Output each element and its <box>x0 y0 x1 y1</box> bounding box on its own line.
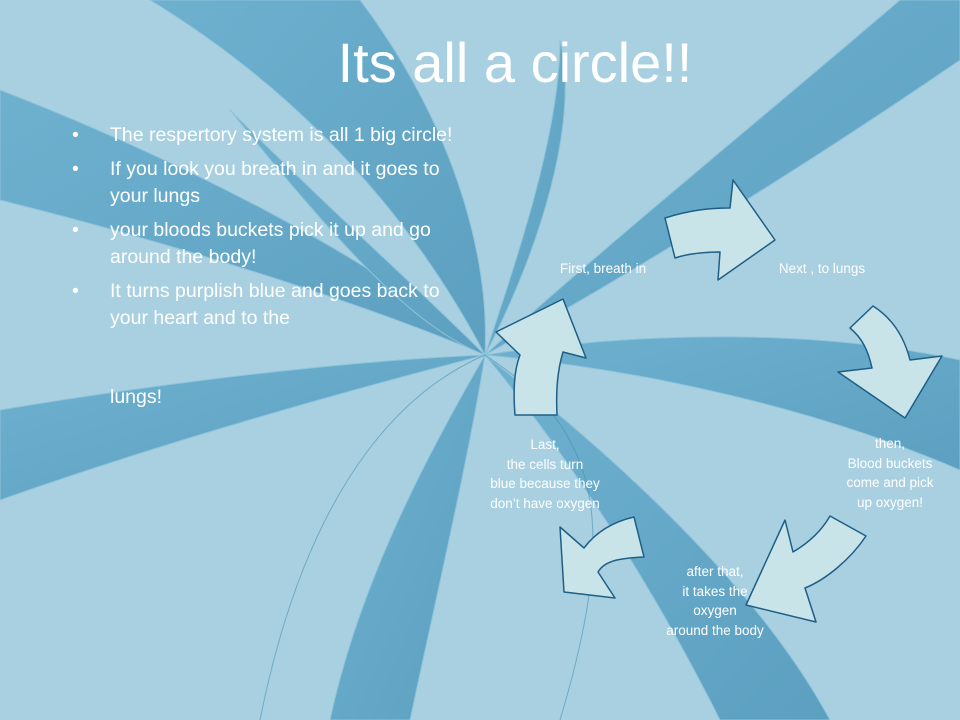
bullet-item: • your bloods buckets pick it up and go a… <box>72 217 482 271</box>
bullet-marker: • <box>72 280 79 302</box>
bullet-text: It turns purplish blue and goes back to … <box>110 280 440 329</box>
slide-title: Its all a circle!! <box>337 31 693 94</box>
bullet-text: If you look you breath in and it goes to… <box>110 158 440 207</box>
cycle-step-1-label: First, breath in <box>559 261 647 276</box>
bullet-item: • If you look you breath in and it goes t… <box>72 156 482 210</box>
bullet-marker: • <box>72 124 79 146</box>
bullet-item: • The respertory system is all 1 big circ… <box>72 122 482 149</box>
bullet-marker: • <box>72 158 79 180</box>
cycle-step-5-label: Last, the cells turn blue because they d… <box>490 437 600 511</box>
bullet-list: • The respertory system is all 1 big circ… <box>72 122 482 332</box>
bullet-continuation: lungs! <box>72 384 482 411</box>
bullet-text: your bloods buckets pick it up and go ar… <box>110 219 431 268</box>
bullet-continuation-text: lungs! <box>110 386 163 408</box>
cycle-step-2-label: Next , to lungs <box>778 261 866 276</box>
bullet-text: The respertory system is all 1 big circl… <box>110 124 453 146</box>
bullet-marker: • <box>72 219 79 241</box>
cycle-step-4-label: after that, it takes the oxygen around t… <box>666 564 764 638</box>
bullet-item: • It turns purplish blue and goes back to… <box>72 278 482 332</box>
cycle-step-3-label: then, Blood buckets come and pick up oxy… <box>846 436 934 510</box>
